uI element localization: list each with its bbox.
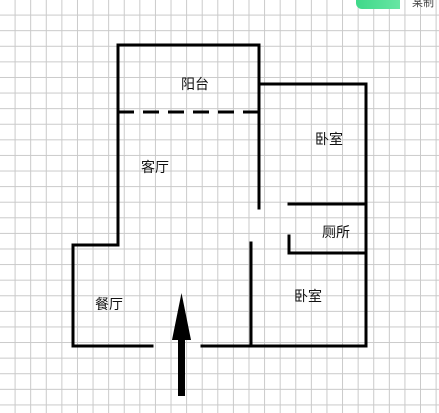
top-corner-text: 某制 bbox=[412, 0, 434, 9]
entrance-arrow bbox=[172, 293, 191, 396]
room-label-living-room: 客厅 bbox=[141, 160, 169, 176]
room-label-dining-room: 餐厅 bbox=[95, 297, 123, 313]
room-label-balcony: 阳台 bbox=[181, 77, 209, 93]
room-label-bedroom-top: 卧室 bbox=[315, 132, 343, 148]
room-label-bedroom-bottom: 卧室 bbox=[294, 289, 322, 305]
top-corner-badge bbox=[356, 0, 400, 9]
wall-bedroom-top bbox=[257, 82, 368, 255]
room-label-bathroom: 厕所 bbox=[322, 225, 350, 241]
